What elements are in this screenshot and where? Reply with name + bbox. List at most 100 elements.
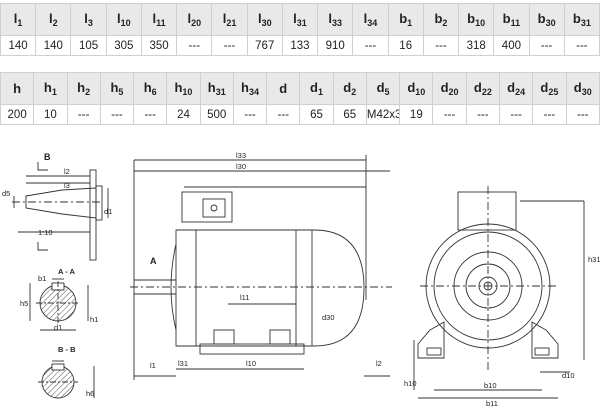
- table-cell: ---: [532, 104, 567, 125]
- table-cell: 350: [140, 35, 178, 56]
- column-header: d5: [365, 72, 401, 105]
- column-header-subscript: 34: [367, 18, 378, 28]
- column-header-subscript: 25: [548, 87, 559, 97]
- column-header-subscript: 10: [182, 87, 193, 97]
- column-header-subscript: 11: [156, 18, 166, 28]
- column-header-base: b: [502, 11, 511, 26]
- taper-label: 1:10: [38, 228, 53, 237]
- column-header-base: h: [43, 80, 52, 95]
- column-header-base: d: [343, 80, 352, 95]
- column-header-base: l: [49, 11, 53, 26]
- column-header-subscript: 33: [332, 18, 343, 28]
- column-header-base: d: [507, 80, 516, 95]
- table-cell: 305: [105, 35, 142, 56]
- table-cell: ---: [563, 35, 600, 56]
- column-header: l10: [105, 3, 142, 36]
- l10-label: l10: [246, 359, 256, 368]
- motor-side-view: [130, 155, 392, 380]
- table-cell: ---: [352, 35, 389, 56]
- table-cell: ---: [211, 35, 248, 56]
- motor-dimension-drawing: B d5 l2 l3 d1 1:10 A - A b1 h5 d1 h1 B -…: [2, 151, 600, 408]
- column-header: h: [0, 72, 35, 105]
- l2-label: l2: [64, 167, 70, 176]
- d5-label: d5: [2, 189, 10, 198]
- column-header-base: d: [310, 80, 318, 95]
- column-header-subscript: 30: [581, 87, 592, 97]
- column-header-base: h: [174, 80, 183, 95]
- b11-label: b11: [486, 399, 498, 408]
- table-cell: ---: [232, 104, 268, 125]
- l31-label: l31: [178, 359, 188, 368]
- section-a-a: [29, 278, 89, 331]
- column-header: l20: [176, 3, 213, 36]
- table-cell: 910: [317, 35, 354, 56]
- column-header-base: l: [117, 11, 121, 26]
- table-cell: 767: [246, 35, 283, 56]
- table-cell: 200: [0, 104, 35, 125]
- column-header-base: l: [293, 11, 297, 26]
- column-header: b1: [387, 3, 424, 36]
- column-header: l3: [70, 3, 107, 36]
- column-header-base: d: [573, 80, 582, 95]
- column-header-subscript: 11: [510, 18, 521, 28]
- column-header-subscript: 5: [118, 87, 124, 97]
- l3-label: l3: [64, 181, 70, 190]
- table-cell: 16: [387, 35, 424, 56]
- table-cell: ---: [133, 104, 168, 125]
- column-header: h1: [33, 72, 68, 105]
- table-cell: 318: [458, 35, 495, 56]
- column-header: b2: [422, 3, 460, 36]
- column-header-base: h: [241, 80, 249, 95]
- column-header-base: d: [279, 81, 288, 96]
- l1-label: l1: [150, 361, 156, 370]
- section-b-b-label: B - B: [58, 345, 76, 354]
- b10-label: b10: [484, 381, 497, 390]
- column-header-subscript: 2: [351, 87, 357, 97]
- table-cell: 24: [166, 104, 201, 125]
- column-header: h31: [199, 72, 234, 105]
- column-header-subscript: 20: [191, 18, 202, 28]
- column-header: b10: [458, 3, 495, 36]
- table-cell: 19: [399, 104, 434, 125]
- column-header: h2: [66, 72, 101, 105]
- table-cell: 65: [332, 104, 367, 125]
- column-header: l30: [246, 3, 283, 36]
- column-header: h5: [99, 72, 135, 105]
- d30-label: d30: [322, 313, 335, 322]
- column-header: l31: [281, 3, 319, 36]
- column-header-base: b: [537, 11, 546, 26]
- table-cell: ---: [498, 104, 534, 125]
- column-header-base: h: [13, 81, 22, 96]
- column-header-base: d: [376, 80, 385, 95]
- column-header-subscript: 2: [52, 18, 58, 28]
- table-cell: ---: [465, 104, 500, 125]
- column-header-subscript: 10: [475, 18, 486, 28]
- column-header: d2: [332, 72, 367, 105]
- h10-label: h10: [404, 379, 417, 388]
- column-header-subscript: 3: [87, 18, 93, 28]
- motor-front-view: [413, 186, 585, 399]
- column-header-base: b: [434, 11, 443, 26]
- column-header-subscript: 1: [51, 87, 57, 97]
- d1-label: d1: [104, 207, 112, 216]
- table-cell: 140: [35, 35, 72, 56]
- table-cell: ---: [99, 104, 135, 125]
- column-header-base: d: [540, 80, 549, 95]
- column-header-subscript: 2: [442, 18, 448, 28]
- column-header: b11: [493, 3, 530, 36]
- column-header-base: l: [222, 11, 227, 26]
- column-header: l33: [317, 3, 354, 36]
- d1-section-label: d1: [54, 323, 62, 332]
- shaft-detail: [12, 162, 109, 261]
- column-header-subscript: 31: [215, 87, 226, 97]
- column-header-base: l: [152, 11, 157, 26]
- table-cell: ---: [176, 35, 213, 56]
- table-cell: ---: [528, 35, 565, 56]
- column-header-subscript: 21: [226, 18, 237, 28]
- h6-label: h6: [86, 389, 94, 398]
- table-cell: ---: [565, 104, 600, 125]
- column-header-subscript: 1: [17, 18, 23, 28]
- column-header: d20: [432, 72, 467, 105]
